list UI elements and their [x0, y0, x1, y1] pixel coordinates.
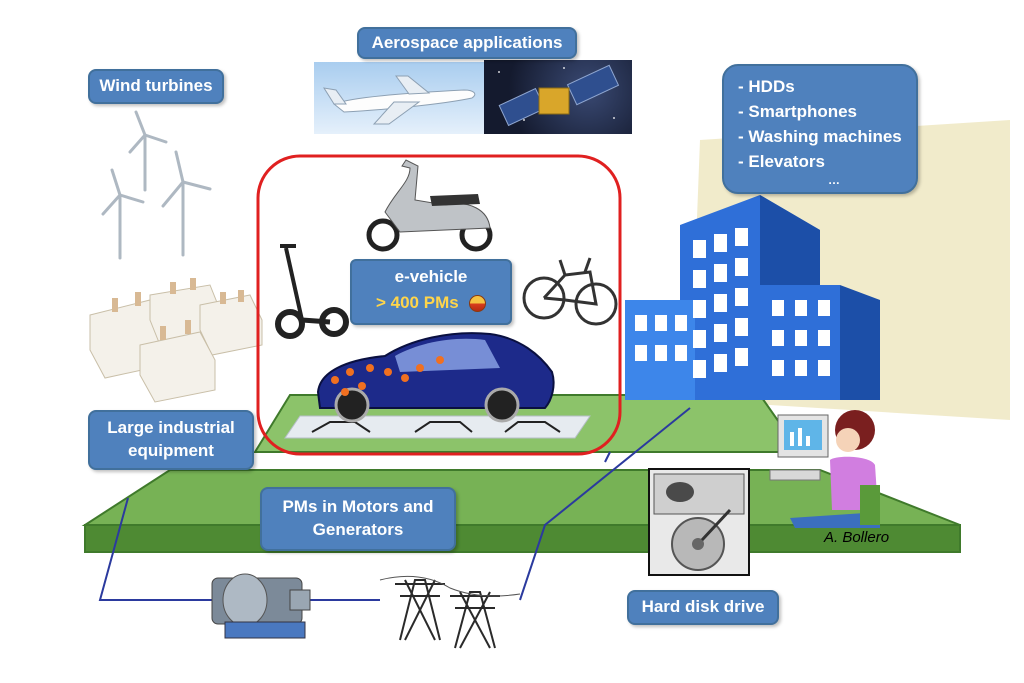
satellite-icon — [498, 64, 620, 127]
aerospace-label: Aerospace applications — [357, 27, 577, 59]
wind-turbine-icon — [101, 110, 212, 260]
devices-list-more: … — [828, 173, 840, 187]
airplane-photo — [314, 62, 484, 134]
power-pylon-icon — [379, 575, 521, 649]
electric-car-icon — [316, 332, 555, 423]
devices-list-item: - Washing machines — [738, 127, 902, 146]
satellite-photo — [484, 60, 632, 134]
devices-list-item: - HDDs — [738, 77, 795, 96]
devices-list-item: - Elevators — [738, 152, 825, 171]
pms-motors-generators-label: PMs in Motors and Generators — [260, 487, 456, 551]
wind-turbines-label: Wind turbines — [88, 69, 224, 104]
ev-pm-count: > 400 PMs — [362, 289, 500, 317]
author-credit: A. Bollero — [824, 529, 890, 546]
ev-pm-text: > 400 PMs — [376, 293, 459, 312]
ev-frame — [256, 154, 622, 456]
buildings-icon — [625, 195, 880, 400]
hard-disk-drive-label: Hard disk drive — [627, 590, 779, 625]
devices-list-item: - Smartphones — [738, 102, 858, 121]
computer-user-icon — [769, 410, 880, 528]
power-line — [98, 407, 691, 601]
ev-title: e-vehicle — [394, 267, 468, 286]
ev-label: e-vehicle > 400 PMs — [350, 259, 512, 325]
scooter-icon — [366, 159, 493, 252]
parking-platform — [284, 415, 591, 439]
hard-disk-icon — [648, 468, 750, 576]
devices-list-box: - HDDs - Smartphones - Washing machines … — [722, 64, 918, 194]
e-bike-icon — [522, 257, 618, 326]
industrial-equipment-label: Large industrial equipment — [88, 410, 254, 470]
airplane-icon — [322, 75, 476, 125]
factory-icon — [89, 278, 263, 403]
kick-scooter-icon — [275, 244, 349, 339]
magnet-ball-icon — [468, 295, 486, 313]
generator-icon — [211, 573, 311, 639]
